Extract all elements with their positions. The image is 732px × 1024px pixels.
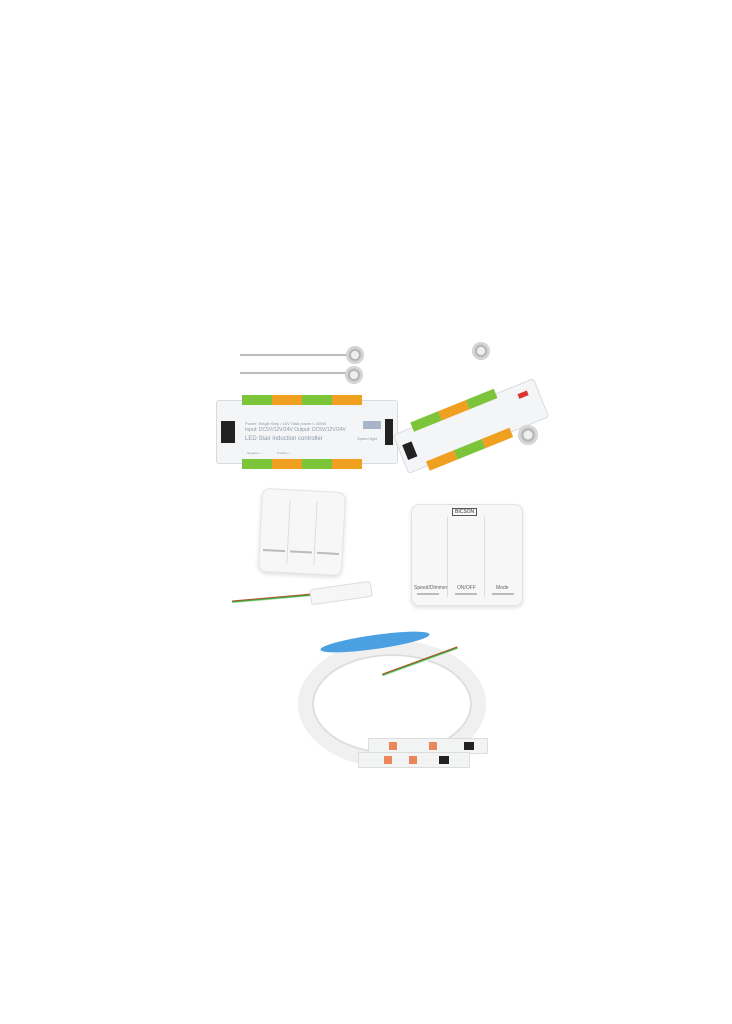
terminal-block <box>465 388 498 410</box>
terminal-block <box>272 459 302 469</box>
stair-controller-front: Power: Single Step • 15V Total power ≤ 4… <box>216 395 398 469</box>
key-indicator <box>492 593 514 595</box>
power-terminal <box>402 441 418 461</box>
key-mode[interactable]: Mode <box>496 585 509 591</box>
terminal-block <box>453 438 486 460</box>
terminal-block <box>410 411 442 432</box>
terminal-block <box>332 459 362 469</box>
positive-label: Positive + <box>277 451 291 455</box>
ic-chip <box>439 756 449 764</box>
ic-chip <box>464 742 474 750</box>
terminal-block <box>438 400 470 421</box>
motion-sensor-right-bottom <box>518 425 538 445</box>
key-speed-dimmer[interactable]: Speed/Dimmer <box>414 585 448 591</box>
terminal-block <box>332 395 362 405</box>
switch-key-divider <box>313 501 318 566</box>
controller-title: LED Stair induction controller <box>245 436 323 442</box>
power-terminal <box>221 421 235 443</box>
indicator-light <box>517 390 529 399</box>
terminal-block <box>302 459 332 469</box>
negative-label: Negative — <box>247 451 263 455</box>
key-indicator <box>455 593 477 595</box>
led-strip-segment-2 <box>358 752 470 768</box>
key-indicator <box>417 593 439 595</box>
switch-key-divider <box>447 517 448 597</box>
motion-sensor-top <box>346 346 364 364</box>
terminal-block <box>481 427 514 449</box>
remote-receiver <box>309 580 373 606</box>
motion-sensor-right-top <box>472 342 490 360</box>
terminal-block <box>242 395 272 405</box>
terminal-block <box>302 395 332 405</box>
wireless-switch-left <box>257 487 347 577</box>
terminal-block <box>425 450 458 471</box>
switch-key-divider <box>484 517 485 597</box>
speed-label: Speed light <box>357 436 378 441</box>
io-spec: Input: DC5V/12V/24V Output: DC5V/12V/24V <box>245 427 346 433</box>
led-chip <box>409 756 417 764</box>
key-indicator <box>262 548 286 553</box>
led-chip <box>389 742 397 750</box>
motion-sensor-cable-top <box>240 354 360 356</box>
led-chip <box>429 742 437 750</box>
terminal-block <box>272 395 302 405</box>
remote-receiver-cable <box>232 593 312 604</box>
speed-display <box>363 421 381 429</box>
key-on-off[interactable]: ON/OFF <box>457 585 476 591</box>
power-spec: Power: Single Step • 15V Total power ≤ 4… <box>245 421 327 426</box>
motion-sensor-cable-bottom <box>240 372 350 374</box>
connector-port <box>385 419 393 445</box>
key-indicator <box>316 551 339 555</box>
switch-key-divider <box>286 500 291 565</box>
motion-sensor-bottom <box>345 366 363 384</box>
brand-label: BICSON <box>452 508 478 516</box>
led-chip <box>384 756 392 764</box>
terminal-block <box>242 459 272 469</box>
key-indicator <box>289 550 312 554</box>
wireless-switch-right: BICSON Speed/Dimmer ON/OFF Mode <box>411 504 523 606</box>
